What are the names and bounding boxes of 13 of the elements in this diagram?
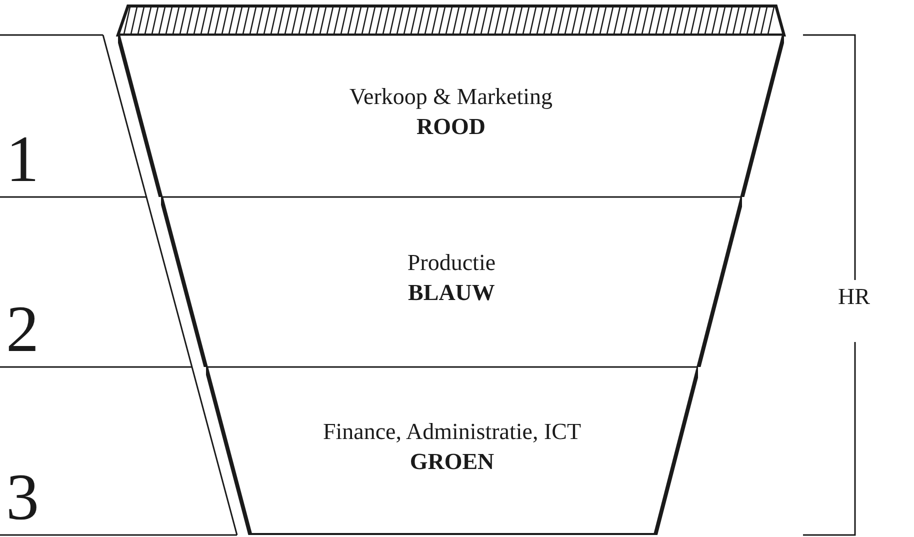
department-name: Productie xyxy=(406,249,497,277)
department-name: Finance, Administratie, ICT xyxy=(322,418,582,446)
group-label: HR xyxy=(838,284,870,310)
row-number: 2 xyxy=(6,297,39,363)
funnel-band xyxy=(160,197,742,367)
color-name: GROEN xyxy=(408,448,496,476)
funnel-band xyxy=(206,367,698,535)
color-name: ROOD xyxy=(416,113,486,141)
department-name: Verkoop & Marketing xyxy=(348,83,554,111)
funnel-band xyxy=(118,35,784,197)
color-name: BLAUW xyxy=(407,279,496,307)
row-number: 1 xyxy=(6,127,39,193)
row-number: 3 xyxy=(6,465,39,531)
